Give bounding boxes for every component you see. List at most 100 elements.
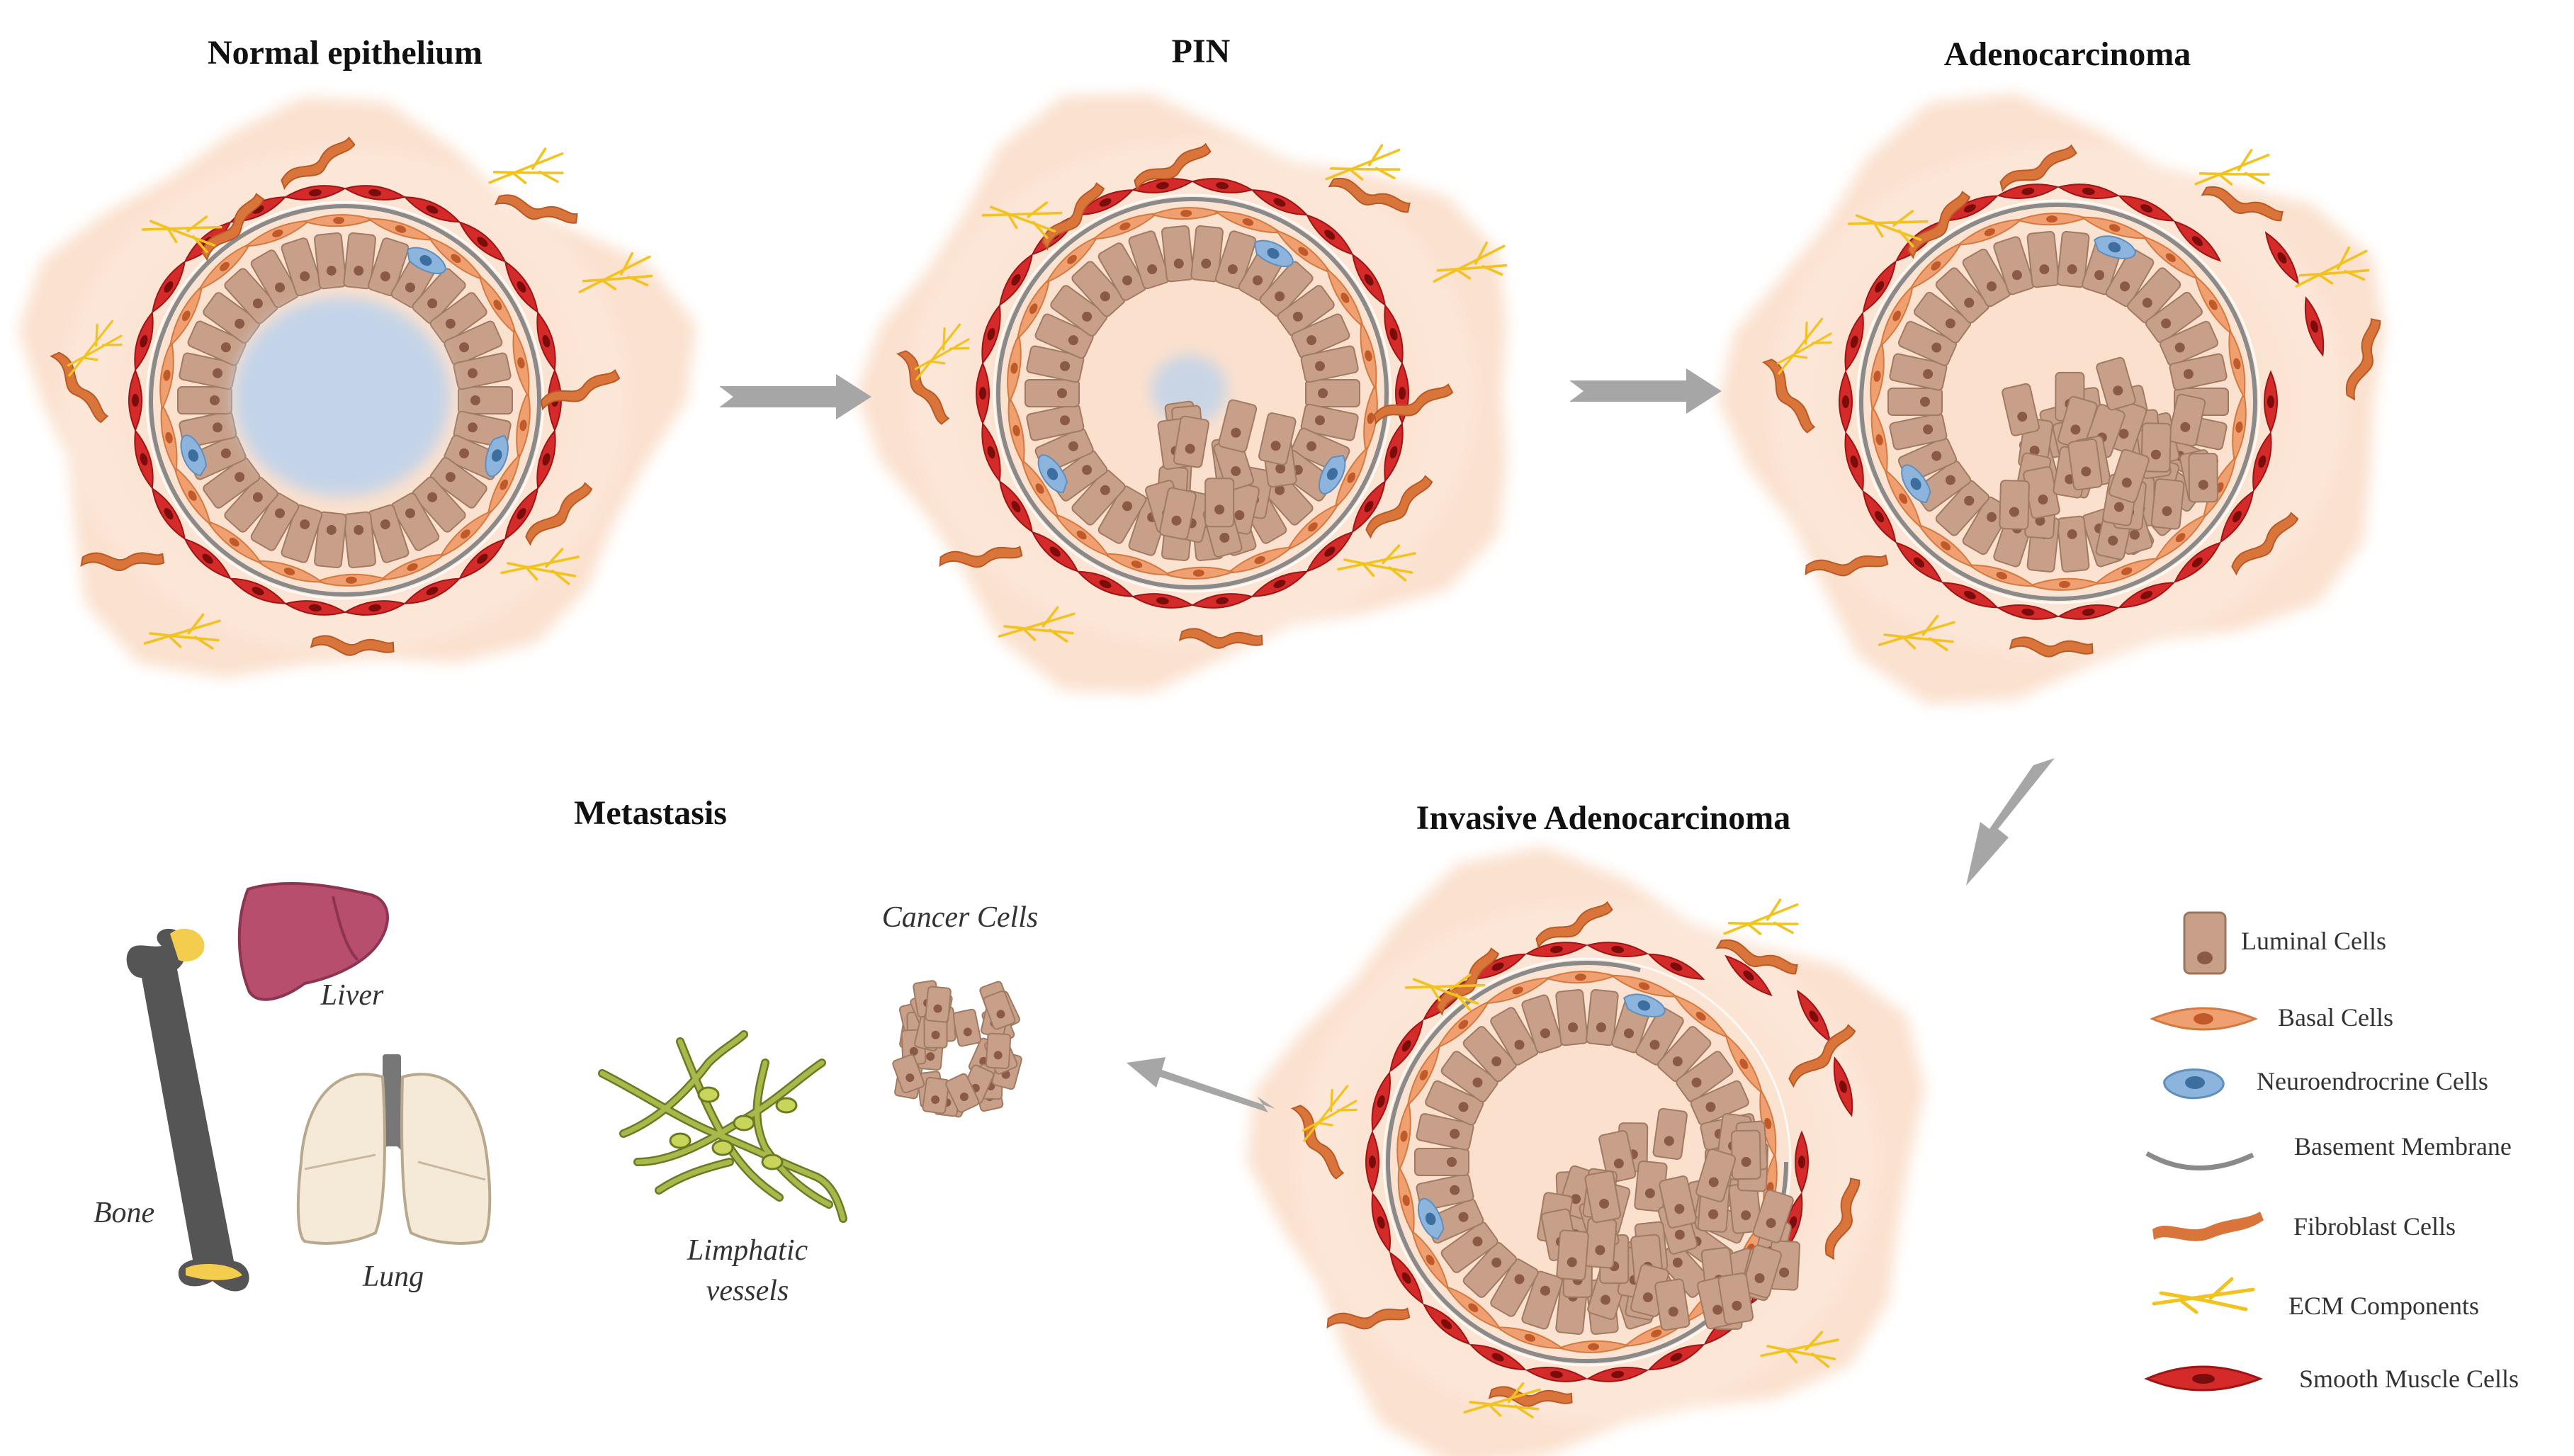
fibroblast-cell <box>281 136 356 191</box>
ecm-component <box>141 215 222 254</box>
fibroblast-cell <box>1373 383 1454 425</box>
smooth-muscle-layer <box>128 185 562 616</box>
legend: Luminal Cells Basal Cells Neuroendrocrin… <box>2083 875 2574 1393</box>
arrow-normal-to-pin <box>719 374 871 419</box>
arrow-adeno-to-invasive <box>1966 758 2055 886</box>
neuroendocrine-cell <box>1901 464 1931 503</box>
ecm-component <box>1463 1382 1541 1418</box>
fibroblast-cell <box>1326 1307 1411 1330</box>
stage-title-metastasis: Metastasis <box>574 794 727 832</box>
lymphatic-vessels-icon <box>598 1030 847 1223</box>
gland-pin <box>856 94 1508 693</box>
ecm-component <box>1760 1331 1839 1368</box>
legend-fibroblast-icon <box>2152 1212 2264 1241</box>
stage-title-normal: Normal epithelium <box>208 34 482 72</box>
fibroblast-cell <box>80 552 165 572</box>
lung-label: Lung <box>362 1260 424 1293</box>
arrow-invasive-to-cancer <box>1127 1057 1275 1112</box>
fibroblast-cell <box>494 194 578 224</box>
ecm-component <box>500 548 580 585</box>
neuroendocrine-cell <box>2093 235 2136 259</box>
luminal-cell-layer <box>177 232 513 569</box>
gland-adenocarcinoma <box>1717 93 2386 704</box>
legend-luminal-label: Luminal Cells <box>2241 927 2386 955</box>
fibroblast-cell <box>2345 318 2381 401</box>
neuroendocrine-cell <box>180 434 207 477</box>
fibroblast-cell <box>1788 1024 1856 1088</box>
ecm-component <box>578 252 653 293</box>
basement-membrane <box>1859 203 2257 601</box>
neuroendocrine-cell <box>1623 993 1666 1018</box>
neuroendocrine-cell <box>1318 454 1346 495</box>
legend-neuro-icon <box>2163 1068 2225 1100</box>
ecm-component <box>1878 614 1955 651</box>
fibroblast-cell <box>310 635 395 656</box>
gland-lumen <box>233 297 450 497</box>
legend-smooth-muscle-label: Smooth Muscle Cells <box>2299 1365 2519 1393</box>
bone-icon <box>126 928 249 1292</box>
basement-membrane <box>149 204 541 597</box>
basement-membrane <box>996 197 1389 589</box>
neuroendocrine-cell <box>1417 1197 1445 1240</box>
liver-label: Liver <box>320 979 384 1012</box>
ecm-component <box>914 323 970 380</box>
legend-ecm-label: ECM Components <box>2288 1292 2479 1320</box>
legend-membrane-label: Basement Membrane <box>2294 1132 2512 1161</box>
ecm-component <box>2194 149 2270 186</box>
legend-membrane-icon <box>2145 1151 2254 1170</box>
legend-basal-icon <box>2150 1007 2258 1031</box>
neuroendocrine-cell <box>406 247 446 275</box>
ecm-component <box>1776 317 1832 375</box>
fibroblast-cell <box>896 350 950 425</box>
stage-title-invasive: Invasive Adenocarcinoma <box>1416 799 1790 837</box>
ecm-component <box>998 606 1076 643</box>
ecm-component <box>488 147 564 184</box>
neuroendocrine-cell <box>1253 239 1294 268</box>
neuroendocrine-cell <box>485 434 509 478</box>
ecm-component <box>1302 1085 1357 1142</box>
gland-normal-epithelium <box>18 96 696 678</box>
legend-basal-label: Basal Cells <box>2278 1003 2393 1032</box>
cancer-cells-cluster <box>892 980 1022 1118</box>
fibroblast-cell <box>1907 191 1971 259</box>
fibroblast-cell <box>1134 142 1212 191</box>
lymphatic-label-line1: Limphatic <box>687 1234 808 1267</box>
fibroblast-cell <box>2201 186 2284 222</box>
legend-neuro-label: Neuroendrocrine Cells <box>2257 1067 2488 1095</box>
ecm-component <box>1337 544 1416 582</box>
lymphatic-label-line2: vessels <box>706 1275 789 1307</box>
fibroblast-cell <box>1824 1178 1861 1260</box>
fibroblast-cell <box>1535 901 1613 949</box>
fibroblast-cell <box>1365 475 1433 539</box>
smooth-muscle-layer <box>976 178 1409 609</box>
legend-fibroblast-label: Fibroblast Cells <box>2293 1212 2456 1241</box>
fibroblast-cell <box>939 546 1023 568</box>
ecm-component <box>2295 246 2370 288</box>
legend-ecm-icon <box>2152 1277 2255 1314</box>
fibroblast-cell <box>525 482 593 546</box>
ecm-component <box>1325 144 1401 181</box>
ecm-component <box>1723 898 1799 935</box>
tumor-mass <box>1145 399 1297 558</box>
liver-icon <box>237 881 389 1001</box>
ecm-component <box>1433 241 1508 283</box>
fibroblast-cell <box>1042 182 1105 251</box>
fibroblast-cell <box>1761 359 1816 434</box>
arrow-pin-to-adeno <box>1569 368 1722 414</box>
tumor-mass <box>1999 356 2218 560</box>
legend-smooth-muscle-icon <box>2144 1365 2264 1392</box>
smooth-muscle-layer <box>1839 184 2325 620</box>
fibroblast-cell <box>540 369 621 411</box>
fibroblast-cell <box>1328 177 1411 213</box>
basement-membrane <box>1386 961 1788 1363</box>
ecm-component <box>67 320 123 377</box>
tumor-mass <box>1537 1107 1801 1331</box>
bone-label: Bone <box>94 1197 154 1229</box>
basal-cell-layer <box>159 214 531 587</box>
ecm-component <box>1847 210 1929 248</box>
fibroblast-cell <box>201 193 265 261</box>
cancer-cells-label: Cancer Cells <box>882 901 1038 934</box>
gland-invasive-adenocarcinoma <box>1246 846 1926 1456</box>
basal-cell-layer <box>1007 207 1378 580</box>
